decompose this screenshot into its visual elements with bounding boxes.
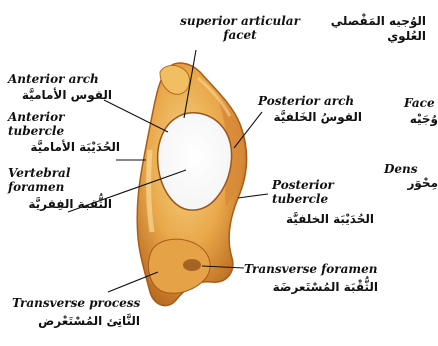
- anterior-arch-label: Anterior arch: [8, 72, 99, 86]
- transverse-process-shape: [148, 239, 210, 293]
- dens-cut-arabic: مِحْوَر: [396, 176, 438, 191]
- transverse-process-label: Transverse process: [12, 296, 140, 310]
- transverse-foramen-arabic: الثُّقْبَة المُسْتَعرضَة: [248, 280, 378, 295]
- anterior-arch-arabic: القوس الأماميَّة: [8, 88, 112, 103]
- anterior-tubercle-label: Anterior tubercle: [8, 110, 64, 138]
- vertebral-foramen-arabic: الثُّقبة الفِقريَّة: [8, 197, 112, 212]
- transverse-foramen-hole: [183, 259, 201, 271]
- leader-posterior-tubercle: [238, 194, 268, 198]
- transverse-process-arabic: النَّاتِئ المُسْتَعْرض: [20, 314, 140, 329]
- posterior-tubercle-label: Posterior tubercle: [272, 178, 334, 206]
- posterior-arch-arabic: القوسُ الخَلفيَّة: [258, 110, 362, 125]
- superior-facet-arabic: الوُجيه المَفْصلي العُلوي: [326, 14, 426, 44]
- transverse-foramen-label: Transverse foramen: [244, 262, 377, 276]
- anterior-tubercle-arabic: الحُدَيْبَة الأماميَّة: [8, 140, 120, 155]
- dens-cut-label: Dens: [384, 162, 418, 176]
- facet-cut-label: Face: [404, 96, 435, 110]
- posterior-arch-label: Posterior arch: [258, 94, 354, 108]
- posterior-tubercle-arabic: الحُدَيْبَة الخلفيَّة: [258, 212, 374, 227]
- facet-cut-arabic: وُجَيْه: [396, 112, 438, 127]
- superior-facet-label: superior articular facet: [170, 14, 310, 42]
- vertebral-foramen-label: Vertebral foramen: [8, 166, 70, 194]
